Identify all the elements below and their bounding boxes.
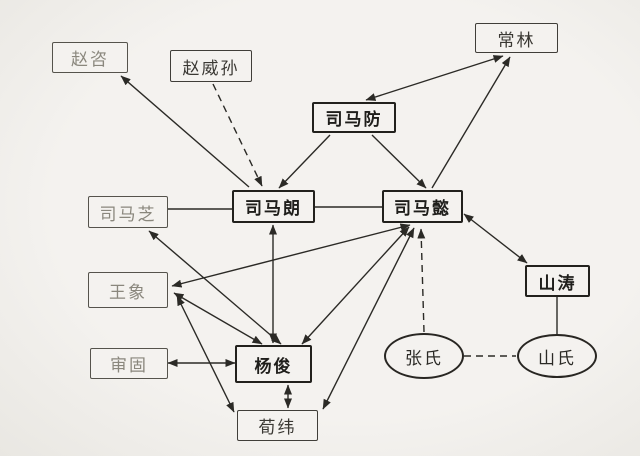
node-zhang-shi: 张氏 <box>384 333 464 379</box>
node-shan-tao: 山涛 <box>525 265 590 297</box>
node-chang-lin: 常林 <box>475 23 558 53</box>
node-shan-shi: 山氏 <box>517 334 597 378</box>
node-label: 山氏 <box>538 348 576 369</box>
node-label: 审固 <box>110 356 148 376</box>
node-label: 赵咨 <box>71 50 109 70</box>
edge-zhao-weisun-sima-lang <box>212 83 263 187</box>
node-yang-jun: 杨俊 <box>235 345 312 383</box>
node-label: 司马芝 <box>99 204 157 225</box>
node-label: 司马懿 <box>394 199 451 219</box>
edge-sima-zhi-yang-jun <box>148 230 282 345</box>
edge-xun-wei-sima-yi <box>322 227 415 410</box>
edge-sima-yi-shan-tao <box>463 213 528 264</box>
node-label: 王象 <box>109 282 147 303</box>
node-label: 赵威孙 <box>182 58 240 79</box>
node-label: 司马防 <box>325 110 383 130</box>
edge-yang-jun-sima-yi <box>301 226 410 345</box>
node-label: 常林 <box>497 30 536 51</box>
node-sima-zhi: 司马芝 <box>88 196 168 228</box>
node-label: 杨俊 <box>254 356 293 377</box>
node-zhao-weisun: 赵威孙 <box>170 50 252 82</box>
node-sima-yi: 司马懿 <box>382 190 463 223</box>
edge-zhang-shi-sima-yi <box>417 228 426 333</box>
edge-wang-xiang-xun-wei <box>176 295 235 413</box>
node-wang-xiang: 王象 <box>88 272 168 308</box>
node-sima-fang: 司马防 <box>312 102 396 133</box>
edge-sima-fang-sima-yi <box>371 134 427 189</box>
node-zhao-zi: 赵咨 <box>52 42 128 73</box>
node-shen-gu: 审固 <box>90 348 168 379</box>
node-label: 荀纬 <box>258 418 297 438</box>
node-sima-lang: 司马朗 <box>232 190 315 223</box>
node-label: 张氏 <box>405 348 443 369</box>
node-label: 司马朗 <box>245 199 302 219</box>
edge-sima-yi-chang-lin <box>431 56 511 189</box>
node-label: 山涛 <box>538 273 577 294</box>
node-xun-wei: 荀纬 <box>237 410 318 441</box>
edge-sima-fang-chang-lin <box>365 55 504 101</box>
edge-wang-xiang-sima-yi <box>171 223 411 288</box>
edge-sima-lang-zhao-zi <box>120 75 250 188</box>
edge-sima-fang-sima-lang <box>278 134 331 189</box>
edge-wang-xiang-yang-jun <box>173 292 263 345</box>
